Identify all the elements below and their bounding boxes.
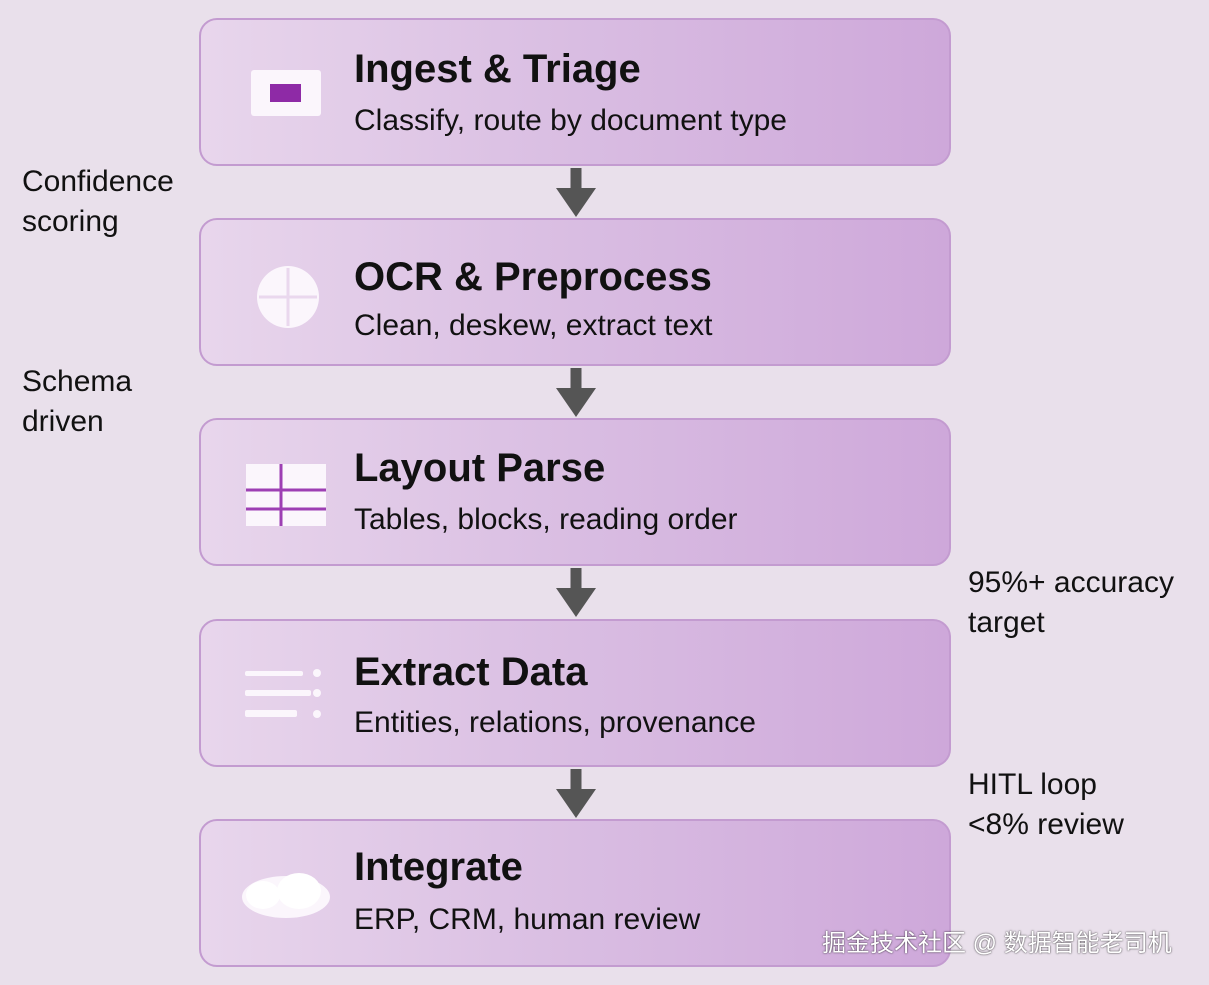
note-hitl: HITL loop <8% review [968, 765, 1124, 845]
flow-arrow [555, 368, 597, 418]
step-title: Extract Data [354, 650, 588, 694]
note-schema: Schema driven [22, 362, 132, 442]
flow-arrow [555, 568, 597, 618]
cloud-icon [241, 861, 331, 931]
note-line: HITL loop [968, 768, 1097, 801]
document-tray-icon [241, 60, 331, 130]
step-subtitle: Clean, deskew, extract text [354, 309, 713, 342]
step-title: Integrate [354, 845, 523, 889]
flow-arrow [555, 168, 597, 218]
note-confidence: Confidence scoring [22, 162, 174, 242]
step-card-ingest: Ingest & Triage Classify, route by docum… [199, 18, 951, 166]
step-subtitle: Entities, relations, provenance [354, 706, 756, 739]
step-subtitle: Tables, blocks, reading order [354, 503, 738, 536]
note-line: Schema [22, 365, 133, 398]
watermark: 掘金技术社区 @ 数据智能老司机 [822, 930, 1172, 957]
note-line: 95%+ accuracy [968, 566, 1174, 599]
note-line: driven [22, 405, 104, 438]
step-title: Layout Parse [354, 446, 606, 490]
note-line: <8% review [968, 808, 1124, 841]
step-card-integrate: Integrate ERP, CRM, human review [199, 819, 951, 967]
step-subtitle: ERP, CRM, human review [354, 903, 701, 936]
scan-circle-icon [241, 260, 331, 330]
note-line: scoring [22, 205, 119, 238]
note-accuracy: 95%+ accuracy target [968, 563, 1174, 643]
step-title: OCR & Preprocess [354, 255, 712, 299]
step-card-extract: Extract Data Entities, relations, proven… [199, 619, 951, 767]
list-lines-icon [241, 661, 331, 731]
table-grid-icon [241, 460, 331, 530]
step-title: Ingest & Triage [354, 47, 641, 91]
note-line: Confidence [22, 165, 174, 198]
flow-arrow [555, 769, 597, 819]
note-line: target [968, 606, 1045, 639]
step-card-layout: Layout Parse Tables, blocks, reading ord… [199, 418, 951, 566]
step-subtitle: Classify, route by document type [354, 104, 787, 137]
step-card-ocr: OCR & Preprocess Clean, deskew, extract … [199, 218, 951, 366]
